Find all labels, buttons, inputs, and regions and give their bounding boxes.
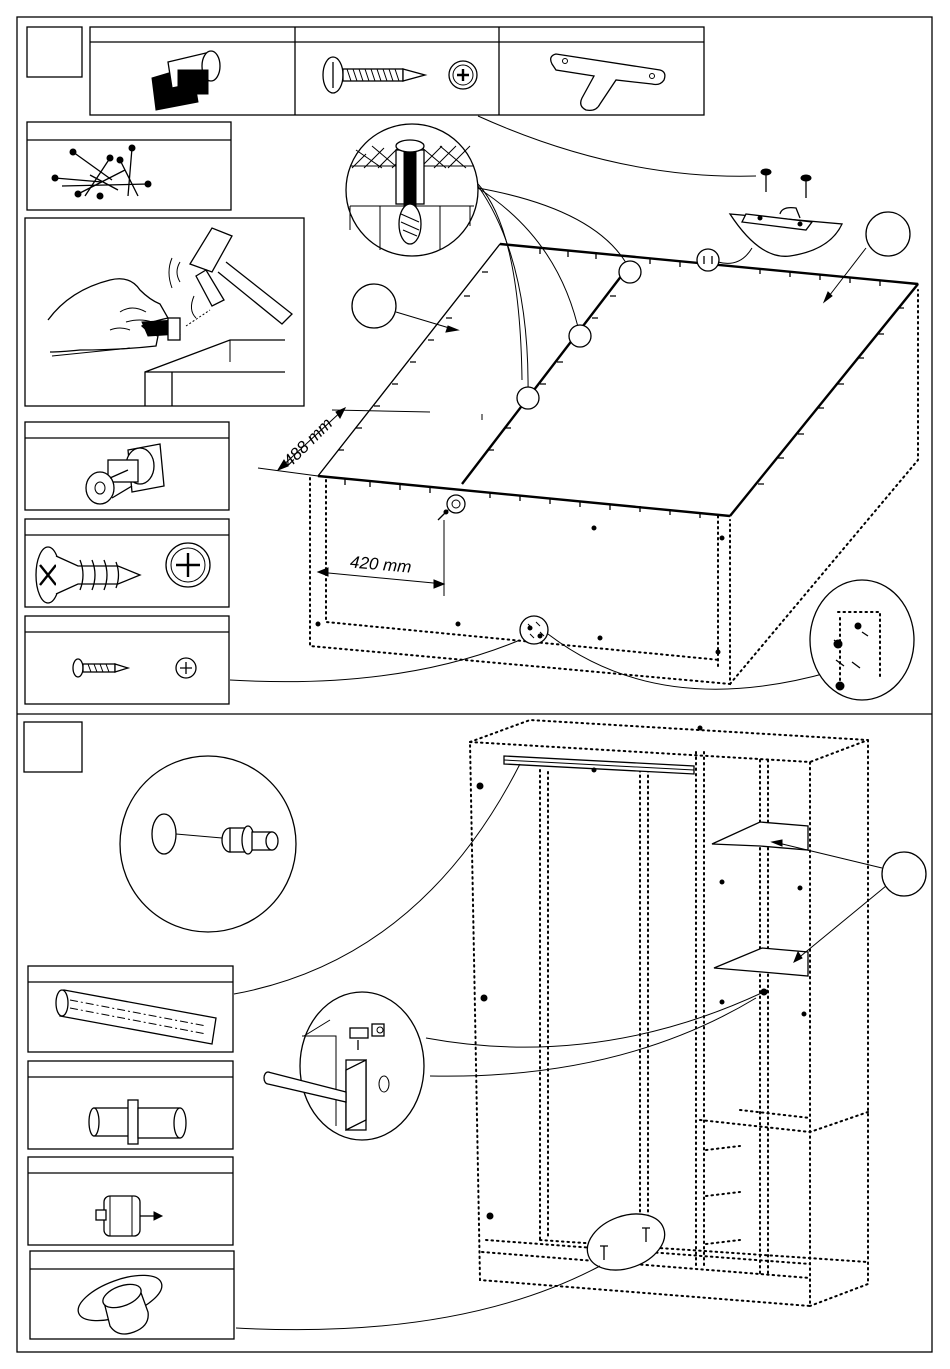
shelf-support-peg-box bbox=[30, 1251, 234, 1339]
wood-screw-icon bbox=[323, 57, 425, 93]
step-number-box bbox=[27, 27, 82, 77]
dowel-insert-detail bbox=[120, 756, 296, 932]
small-pan-head-screw-box bbox=[25, 616, 229, 704]
step-number-box bbox=[24, 722, 82, 772]
cam-bolt-with-plate-icon bbox=[86, 444, 164, 504]
cam-bolt-pin-icon bbox=[96, 1196, 162, 1236]
phillips-head-icon bbox=[176, 658, 196, 678]
hanging-rail-tube-box bbox=[28, 966, 233, 1052]
lower-assembly-step bbox=[24, 720, 926, 1339]
offset-dimension-label: 420 mm bbox=[349, 552, 412, 576]
cam-bolt-box bbox=[25, 422, 229, 510]
shelf-support-peg-icon bbox=[72, 1266, 167, 1334]
bracket-detail bbox=[478, 116, 910, 302]
panel-callout bbox=[352, 284, 458, 332]
hanging-rail-tube-icon bbox=[56, 990, 216, 1044]
nails-icon bbox=[52, 145, 151, 199]
small-pan-head-screw-icon bbox=[73, 659, 128, 677]
t-shaped-hanging-bracket-icon bbox=[551, 54, 665, 110]
countersunk-screw-box bbox=[25, 519, 229, 607]
cam-bolt-pin-box bbox=[28, 1157, 233, 1245]
base-screw-detail bbox=[230, 580, 914, 700]
phillips-head-icon bbox=[449, 61, 477, 89]
depth-dimension-label: 488 mm bbox=[279, 414, 336, 471]
upper-assembly-step: 488 mm 420 mm bbox=[25, 27, 918, 704]
page-frame bbox=[17, 17, 932, 1352]
base-screw-detail bbox=[236, 1204, 672, 1330]
screw-pair-icon bbox=[761, 169, 811, 198]
cam-fitting-icon bbox=[438, 495, 465, 520]
cam-lock-connector-icon bbox=[152, 51, 220, 110]
screw-section-detail bbox=[346, 124, 641, 409]
hammer-nailing-detail bbox=[25, 218, 304, 406]
nails-box bbox=[27, 122, 231, 210]
countersunk-screw-icon bbox=[36, 547, 140, 603]
phillips-head-icon bbox=[166, 543, 210, 587]
rail-end-support-icon bbox=[89, 1100, 186, 1144]
rail-end-support-box bbox=[28, 1061, 233, 1149]
rail-bracket-detail bbox=[264, 990, 768, 1140]
wardrobe-body-drawing bbox=[470, 720, 926, 1306]
